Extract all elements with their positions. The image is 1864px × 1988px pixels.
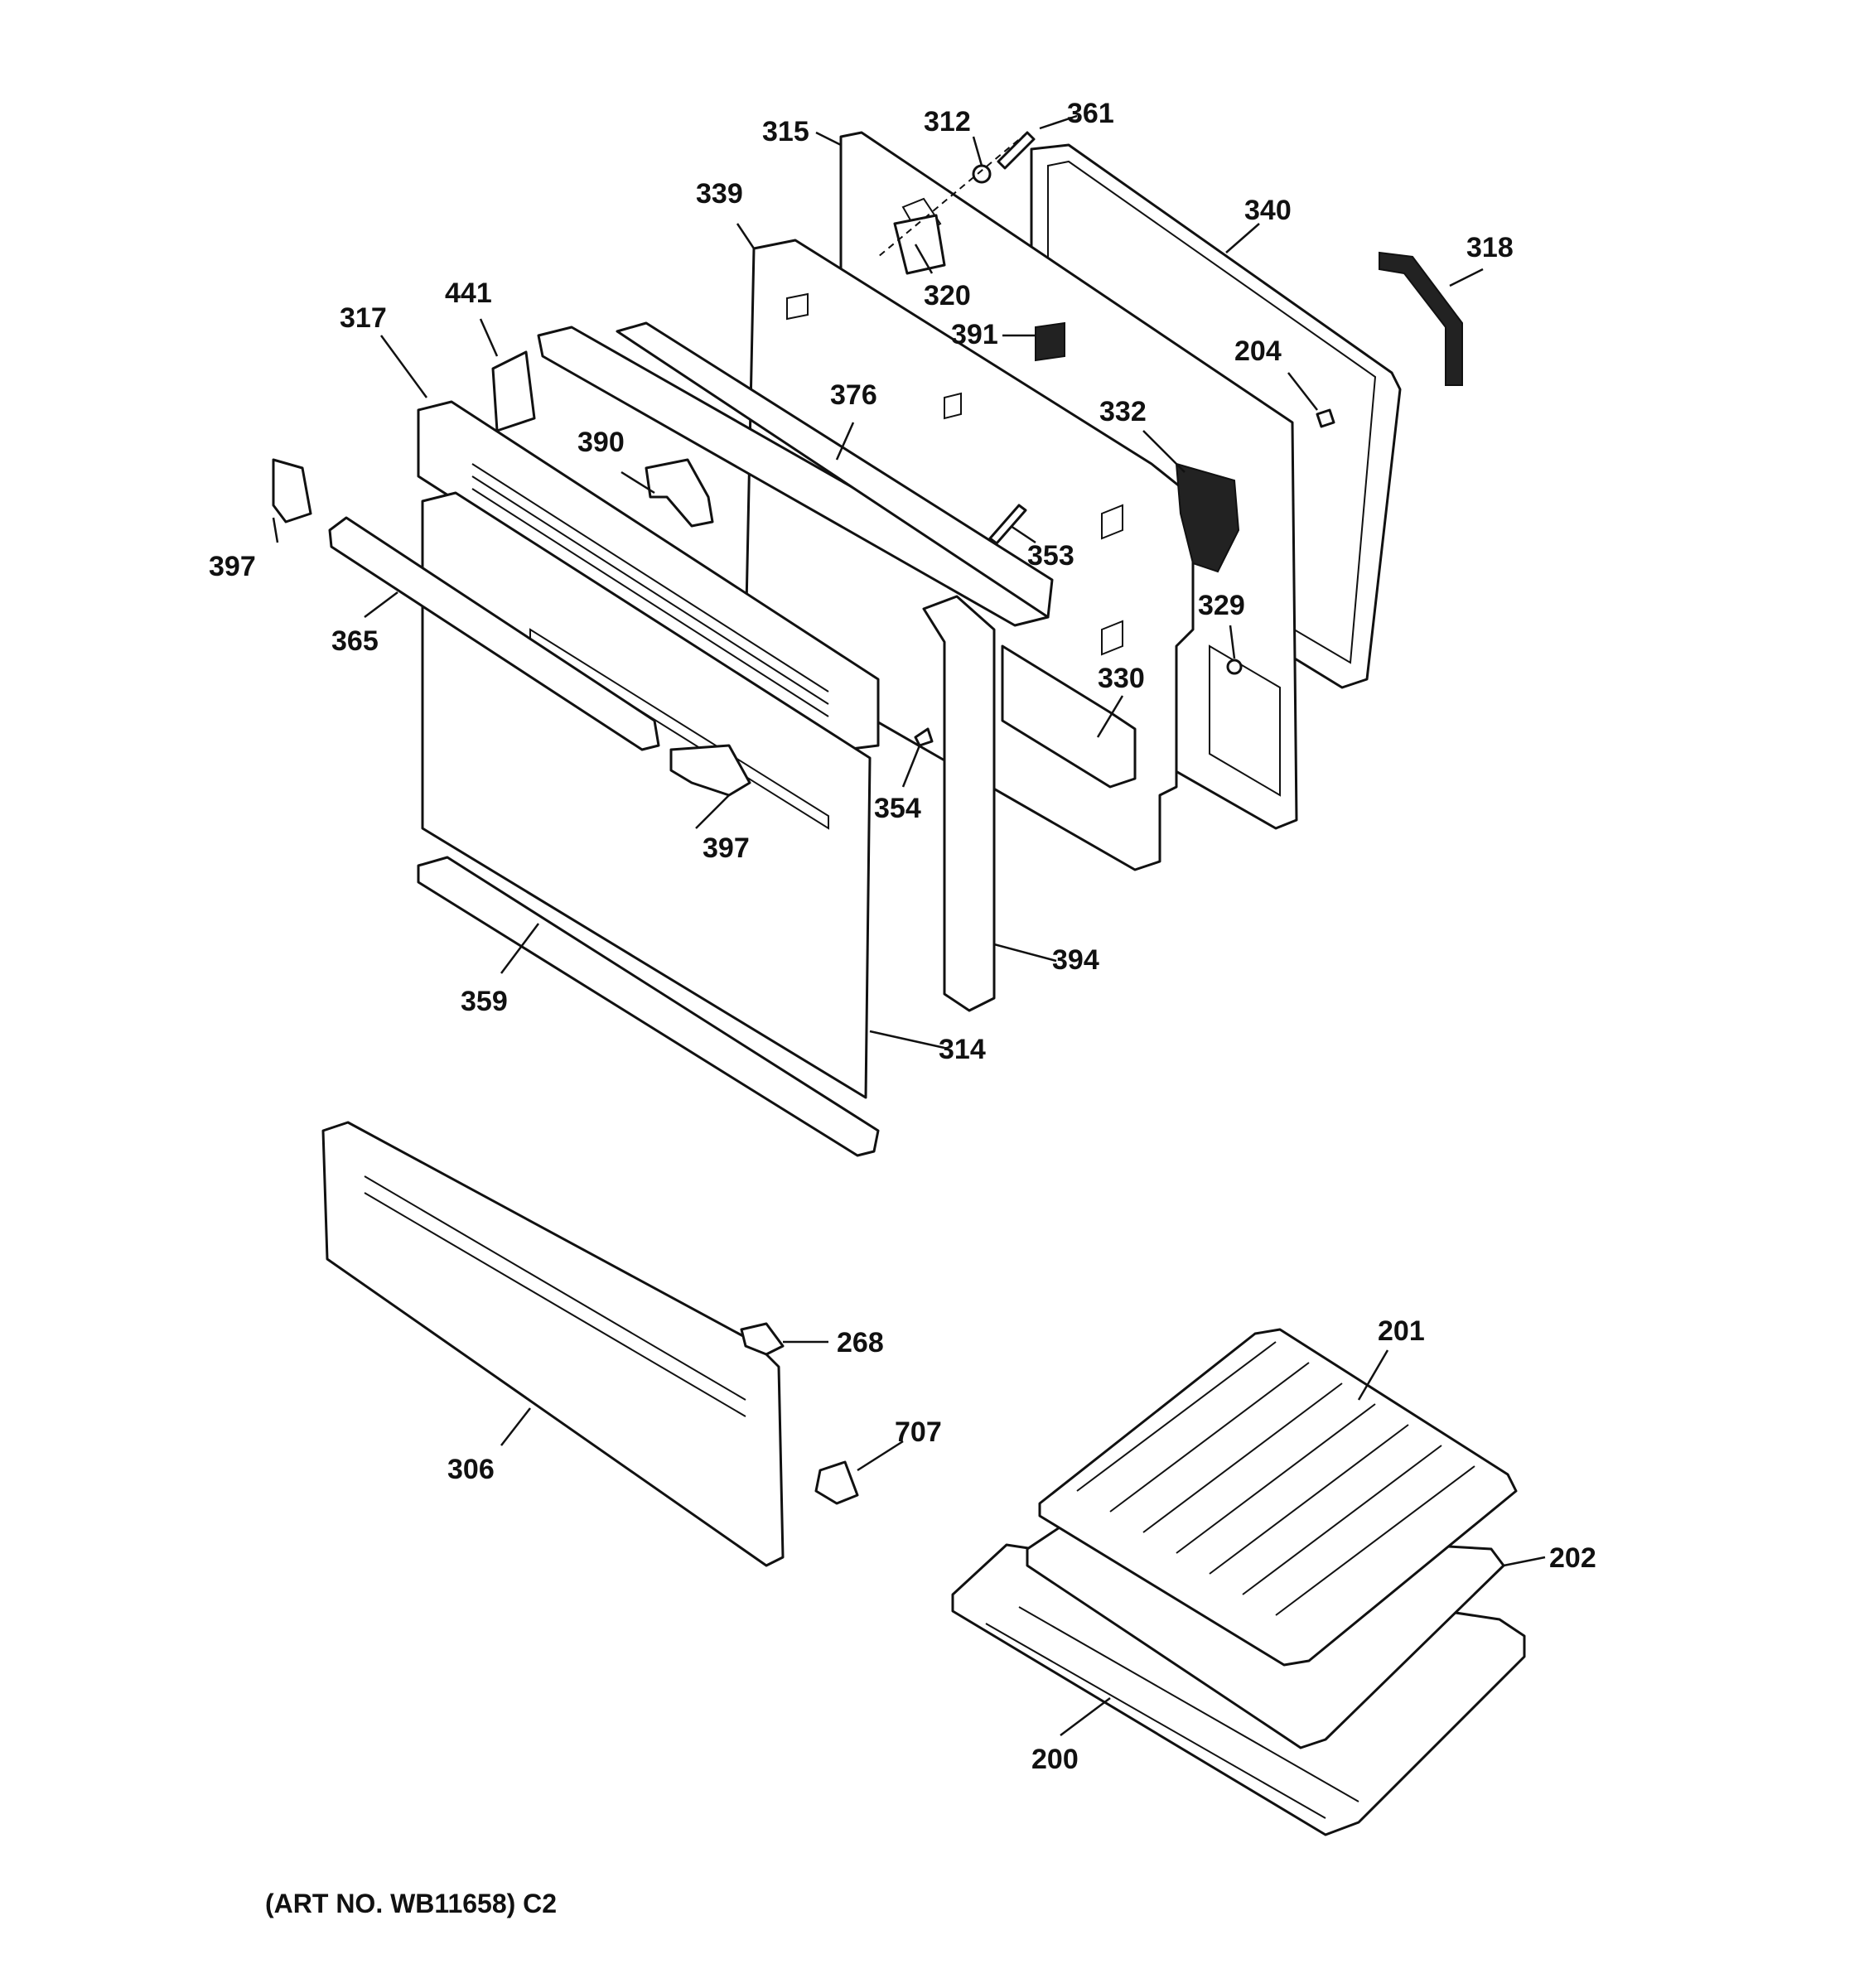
part-330-window-glass — [1001, 644, 1137, 789]
callout-312: 312 — [924, 106, 971, 138]
part-707-clip — [814, 1460, 859, 1505]
callout-397-right: 397 — [703, 832, 750, 864]
callout-441: 441 — [445, 277, 492, 309]
part-394-side-trim — [922, 595, 996, 1012]
part-365-door-handle — [328, 516, 660, 751]
callout-391: 391 — [951, 319, 998, 350]
callout-353: 353 — [1027, 540, 1074, 572]
callout-365: 365 — [331, 625, 379, 657]
callout-318: 318 — [1466, 232, 1514, 263]
callout-315: 315 — [762, 116, 809, 147]
part-320-hinge — [893, 214, 946, 275]
part-317-vent-panel — [417, 400, 880, 751]
part-353-screw — [988, 504, 1027, 545]
callout-361: 361 — [1067, 98, 1114, 129]
art-number-caption: (ART NO. WB11658) C2 — [265, 1889, 558, 1918]
part-390-clip — [645, 458, 714, 528]
part-312-nut — [972, 164, 992, 184]
callout-200: 200 — [1031, 1744, 1079, 1775]
callout-397-left: 397 — [209, 551, 256, 582]
part-268-clip — [740, 1322, 785, 1356]
callout-204: 204 — [1234, 335, 1282, 367]
part-frame-rails — [537, 321, 1054, 627]
part-332-bracket — [1175, 462, 1240, 573]
part-318-gasket — [1379, 251, 1463, 386]
callout-268: 268 — [837, 1327, 884, 1358]
part-204-screw — [1316, 408, 1335, 428]
callout-339: 339 — [696, 178, 743, 210]
callout-707: 707 — [895, 1416, 942, 1448]
callout-330: 330 — [1098, 663, 1145, 694]
callout-359: 359 — [461, 986, 508, 1017]
callout-labels: 315 312 361 339 340 318 441 317 320 391 … — [209, 98, 1596, 1775]
part-397-end-cap-left — [272, 458, 312, 524]
part-361-screw — [997, 131, 1036, 170]
part-201-broiler-grid — [1038, 1328, 1518, 1667]
callout-201: 201 — [1378, 1315, 1425, 1347]
callout-390: 390 — [577, 427, 625, 458]
fastener-axis — [877, 132, 1028, 258]
callout-394: 394 — [1052, 944, 1099, 976]
callout-332: 332 — [1099, 396, 1147, 427]
part-391-clip — [1035, 321, 1065, 362]
part-354-screw — [914, 727, 934, 747]
part-306-drawer-front — [321, 1121, 785, 1567]
callout-340: 340 — [1244, 195, 1292, 226]
callout-329: 329 — [1198, 590, 1245, 621]
callout-306: 306 — [447, 1454, 495, 1485]
callout-376: 376 — [830, 379, 877, 411]
leader-lines — [272, 114, 1546, 1736]
callout-314: 314 — [939, 1034, 986, 1065]
callout-317: 317 — [340, 302, 387, 334]
callout-320: 320 — [924, 280, 971, 311]
part-441-side-bracket — [491, 350, 536, 432]
part-329-screw — [1226, 659, 1243, 675]
callout-354: 354 — [874, 793, 921, 824]
callout-202: 202 — [1549, 1542, 1596, 1574]
